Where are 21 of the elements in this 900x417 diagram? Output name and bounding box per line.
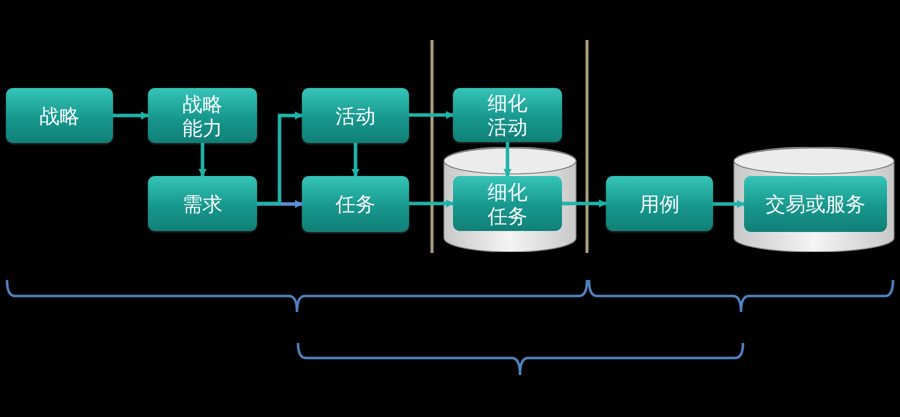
process-box: 需求 [148, 176, 257, 231]
arrow [409, 111, 454, 119]
process-box: 战略能力 [148, 88, 257, 143]
arrow [352, 143, 360, 177]
cylinder-shape [733, 147, 895, 252]
process-box: 活动 [302, 88, 409, 143]
process-box: 细化活动 [453, 88, 562, 142]
process-box: 任务 [302, 176, 409, 232]
arrow [409, 200, 454, 208]
arrow [504, 142, 512, 177]
process-box: 细化任务 [453, 176, 562, 231]
arrow [713, 200, 745, 208]
cylinder-shape [443, 147, 577, 252]
process-box: 战略 [6, 88, 113, 143]
arrow [562, 200, 607, 208]
arrow [113, 112, 149, 120]
arrow [257, 200, 303, 208]
arrow [257, 112, 303, 206]
process-box: 交易或服务 [744, 176, 887, 232]
process-box: 用例 [606, 176, 713, 231]
arrow [198, 143, 206, 177]
